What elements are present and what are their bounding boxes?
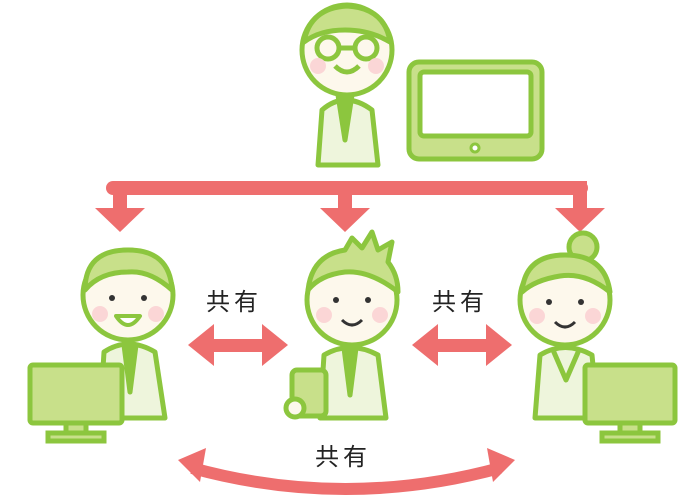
share-arrow-left (188, 324, 288, 366)
share-label-right: 共有 (432, 288, 488, 316)
right-monitor-icon (582, 362, 678, 444)
share-arrow-right (412, 324, 512, 366)
tablet-icon (406, 59, 545, 162)
middle-person-icon (304, 229, 401, 421)
share-label-bottom: 共有 (315, 443, 371, 471)
share-label-left: 共有 (206, 288, 262, 316)
left-monitor-icon (27, 362, 125, 444)
distribution-arrow (95, 181, 605, 232)
right-person-icon (517, 230, 613, 421)
manager-person-icon (299, 2, 395, 168)
smartphone-icon (283, 367, 329, 420)
share-arrow-bottom (178, 448, 515, 495)
